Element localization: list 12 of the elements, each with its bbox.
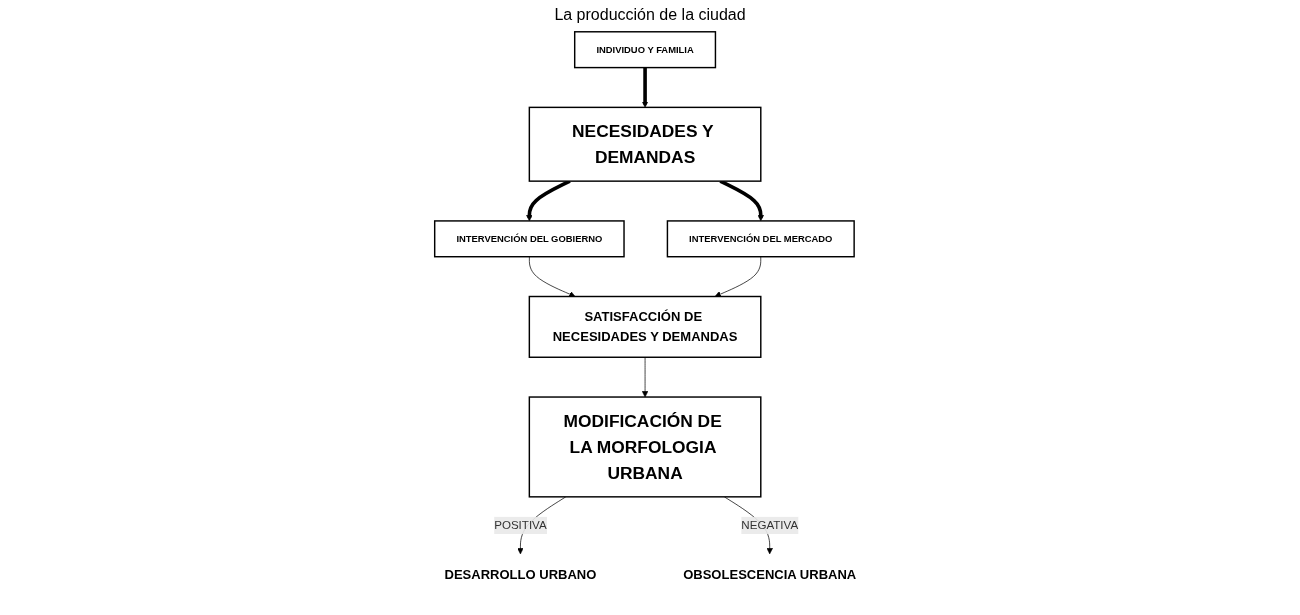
node-box: MODIFICACIÓN DE LA MORFOLOGIA URBANA (528, 396, 762, 498)
arrow (641, 67, 648, 108)
diagram-title: La producción de la ciudad (553, 6, 747, 24)
node-box: INTERVENCIÓN DEL MERCADO (666, 220, 855, 258)
node-box: INTERVENCIÓN DEL GOBIERNO (433, 220, 625, 258)
node-text: DESARROLLO URBANO (444, 567, 596, 582)
node-box: INDIVIDUO Y FAMILIA (573, 31, 716, 69)
edge-label: POSITIVA (493, 518, 547, 532)
node-box: NECESIDADES Y DEMANDAS (528, 106, 762, 182)
node-text: OBSOLESCENCIA URBANA (682, 567, 856, 582)
node-box: SATISFACCIÓN DE NECESIDADES Y DEMANDAS (528, 295, 762, 358)
edge-label: NEGATIVA (740, 518, 798, 532)
